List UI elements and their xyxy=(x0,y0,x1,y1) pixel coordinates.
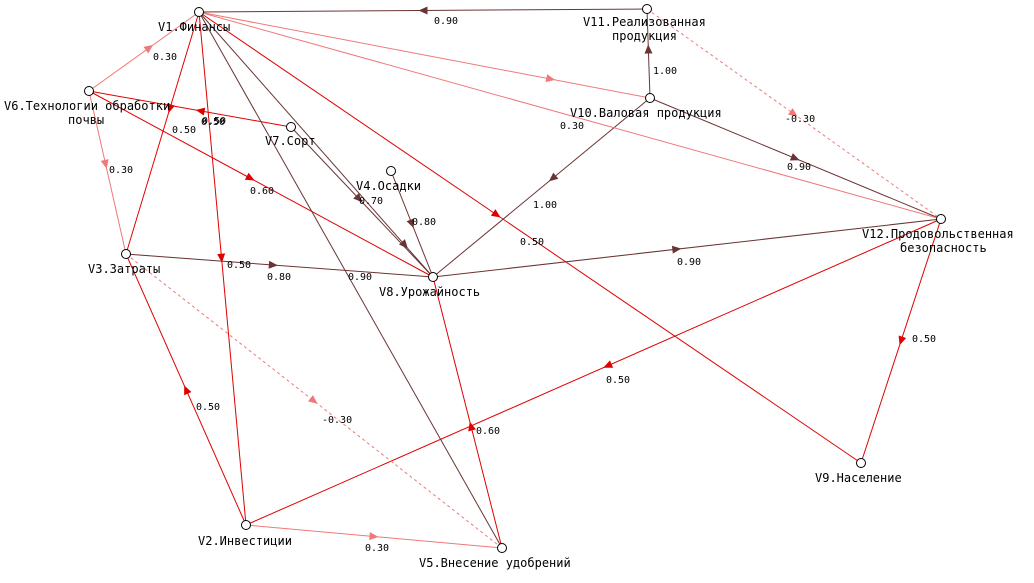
labels-layer: 0.90 1.00 -0.30 0.90 0.30 0.30 0.30 0.50 0.50 0.5… xyxy=(4,15,1014,570)
node-v4[interactable] xyxy=(386,166,396,176)
edge-v1-v2 xyxy=(198,11,247,526)
edge-weight-v11-v1: 0.90 xyxy=(434,16,458,27)
edge-weight-v2-v5: 0.30 xyxy=(365,543,389,554)
edge-weight-v2-v3: 0.50 xyxy=(196,402,220,413)
edge-v1-v10 xyxy=(198,11,651,99)
edge-arrow-v5-v8 xyxy=(468,421,476,432)
node-label-v2: V2.Инвестиции xyxy=(198,534,292,548)
node-label-v5: V5.Внесение удобрений xyxy=(419,556,571,570)
edge-weight-v10-v12: 0.90 xyxy=(787,162,811,173)
edge-arrow-v12-v2 xyxy=(603,360,614,368)
edge-arrow-v2-v3 xyxy=(184,385,192,396)
edge-weight-v1-v3: 0.50 xyxy=(172,125,196,136)
edge-v8-v12 xyxy=(432,218,942,278)
node-label-v7: V7.Сорт xyxy=(265,134,316,148)
edge-v3-v8 xyxy=(125,253,434,278)
edge-arrow-v11-v1 xyxy=(418,6,428,15)
edge-v3-v5 xyxy=(125,253,503,549)
edge-arrow-v6-v3 xyxy=(100,159,109,169)
node-v1[interactable] xyxy=(194,7,204,17)
node-v7[interactable] xyxy=(286,122,296,132)
node-label-v9: V9.Население xyxy=(815,471,902,485)
edge-arrow-v7-v6 xyxy=(195,107,206,116)
edge-arrow-v10-v12 xyxy=(789,153,800,161)
edge-weight-v4-v8: 0.80 xyxy=(412,217,436,228)
edge-arrow-v1-v9 xyxy=(490,209,501,218)
node-v9[interactable] xyxy=(856,458,866,468)
edges-layer xyxy=(88,6,942,549)
edge-weight-v5-v8: 0.60 xyxy=(476,426,500,437)
edge-arrow-v3-v5 xyxy=(307,395,318,404)
edge-v1-v3 xyxy=(125,11,200,255)
node-v10[interactable] xyxy=(645,93,655,103)
edge-arrow-v1-v2 xyxy=(217,253,226,263)
edge-arrow-v1-v8 xyxy=(398,239,408,249)
edge-v12-v1 xyxy=(198,11,942,220)
edge-weight-v6-v3: 0.30 xyxy=(109,165,133,176)
edge-weight-V1-V3-alt: 0.50 xyxy=(202,116,226,127)
node-label-v10: V10.Валовая продукция xyxy=(570,106,722,120)
node-label-v1: V1.Финансы xyxy=(158,20,230,34)
edge-arrow-v8-v12 xyxy=(671,245,682,254)
node-v5[interactable] xyxy=(497,543,507,553)
edge-weight-v1-v9: 0.50 xyxy=(520,237,544,248)
edge-v6-v8 xyxy=(88,90,434,278)
edge-weight-v6-v1: 0.30 xyxy=(153,52,177,63)
edge-weight-v1-v2: 0.50 xyxy=(227,260,251,271)
edge-weight-v11-v12: -0.30 xyxy=(785,114,815,125)
edge-v1-v5 xyxy=(198,11,503,549)
edge-v10-v8 xyxy=(432,97,651,278)
node-label-v8: V8.Урожайность xyxy=(379,285,480,299)
edge-v5-v8 xyxy=(432,276,503,549)
node-v12[interactable] xyxy=(936,214,946,224)
node-v3[interactable] xyxy=(121,249,131,259)
edge-weight-v12-v9: 0.50 xyxy=(912,334,936,345)
node-label-v6-line2: почвы xyxy=(68,113,104,127)
edge-arrow-v1-v10 xyxy=(545,74,556,83)
edge-arrow-v2-v5 xyxy=(369,532,379,541)
edge-arrow-v11-v12 xyxy=(788,108,798,117)
node-label-v11-line2: продукция xyxy=(612,29,677,43)
edge-v6-v3 xyxy=(88,90,127,255)
edge-arrow-v10-v11 xyxy=(644,44,653,54)
edge-weight-v3-v5: -0.30 xyxy=(322,415,352,426)
edge-v7-v6 xyxy=(88,90,292,128)
edge-weight-v1-v8: 0.90 xyxy=(348,272,372,283)
node-label-v12-line2: безопасность xyxy=(900,241,987,255)
node-label-v4: V4.Осадки xyxy=(356,179,421,193)
edge-arrow-v6-v8 xyxy=(244,172,255,181)
node-label-v11-line1: V11.Реализованная xyxy=(583,15,706,29)
edge-v12-v2 xyxy=(245,218,942,526)
edge-arrow-v4-v8 xyxy=(406,218,415,229)
edge-v1-v9 xyxy=(198,11,862,464)
edge-weight-v12-v2: 0.50 xyxy=(606,375,630,386)
nodes-layer xyxy=(84,4,946,553)
node-v6[interactable] xyxy=(84,86,94,96)
edge-arrow-v12-v9 xyxy=(898,335,907,346)
edge-weight-v8-v12: 0.90 xyxy=(677,257,701,268)
node-label-v3: V3.Затраты xyxy=(88,262,160,276)
edge-weight-v1-v10: 0.30 xyxy=(560,121,584,132)
node-label-v12-line1: V12.Продовольственная xyxy=(862,227,1014,241)
edge-v1-v8 xyxy=(198,11,434,278)
edge-weight-v7-v8: 0.70 xyxy=(359,196,383,207)
edge-arrow-v7-v8 xyxy=(353,192,363,203)
edge-arrow-v6-v1 xyxy=(143,44,154,54)
node-label-v6-line1: V6.Технологии обработки xyxy=(4,99,170,113)
edge-weight-v6-v8: 0.60 xyxy=(250,186,274,197)
edge-weight-v10-v11: 1.00 xyxy=(653,66,677,77)
edge-weight-v3-v8: 0.80 xyxy=(267,272,291,283)
node-v8[interactable] xyxy=(428,272,438,282)
node-v11[interactable] xyxy=(642,4,652,14)
edge-arrow-v3-v8 xyxy=(268,260,278,269)
edge-arrow-v10-v8 xyxy=(548,172,559,182)
edge-weight-v10-v8: 1.00 xyxy=(533,200,557,211)
edge-weight-v7-v6: 0.50 xyxy=(201,117,225,128)
node-v2[interactable] xyxy=(241,520,251,530)
edge-v6-v1 xyxy=(88,11,200,92)
